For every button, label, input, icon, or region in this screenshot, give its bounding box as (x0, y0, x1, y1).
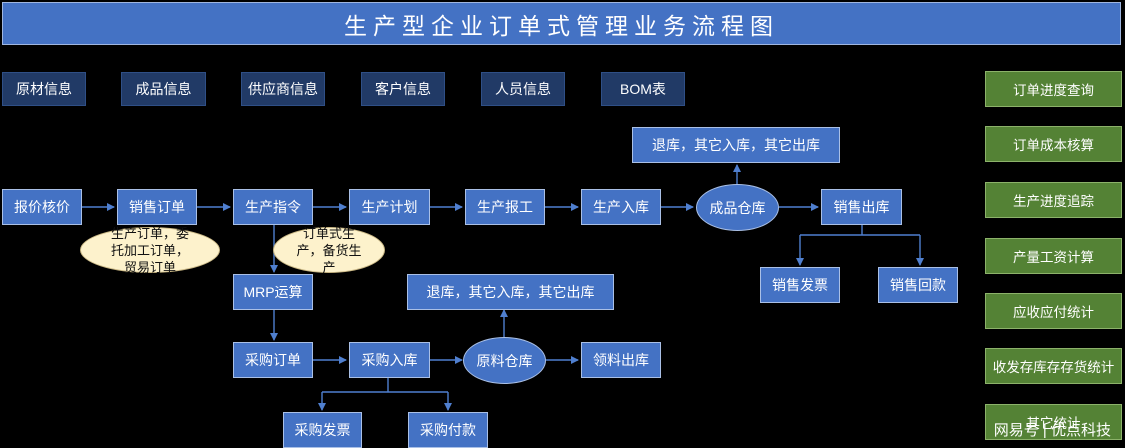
watermark: 网易号 | 优点科技 (993, 422, 1111, 439)
purchase-order-node: 采购订单 (233, 342, 313, 378)
production-plan-node: 生产计划 (349, 189, 430, 225)
production-modes-note: 订单式生产，备货生产 (273, 226, 385, 275)
master-data-personnel: 人员信息 (481, 72, 565, 106)
material-warehouse-node: 原料仓库 (463, 337, 546, 384)
master-data-suppliers: 供应商信息 (241, 72, 325, 106)
master-data-raw-materials: 原材信息 (2, 72, 86, 106)
mrp-node: MRP运算 (233, 274, 313, 310)
purchase-in-node: 采购入库 (349, 342, 430, 378)
production-order-node: 生产指令 (233, 189, 313, 225)
finished-returns-node: 退库，其它入库，其它出库 (632, 127, 840, 163)
sidebar-item-piece-wage[interactable]: 产量工资计算 (985, 238, 1122, 274)
purchase-payment-node: 采购付款 (408, 412, 488, 448)
sidebar-item-inventory-stats[interactable]: 收发存库存存货统计 (985, 348, 1122, 384)
material-returns-node: 退库，其它入库，其它出库 (407, 274, 614, 310)
sales-payment-node: 销售回款 (878, 267, 958, 303)
order-types-note: 生产订单，委托加工订单，贸易订单 (80, 226, 220, 275)
sidebar-item-production-tracking[interactable]: 生产进度追踪 (985, 182, 1122, 218)
sidebar-item-order-progress[interactable]: 订单进度查询 (985, 71, 1122, 107)
sales-order-node: 销售订单 (117, 189, 197, 225)
sidebar-item-other-stats[interactable]: 其它统计 (985, 404, 1122, 440)
material-out-node: 领料出库 (581, 342, 661, 378)
sidebar-item-order-costing[interactable]: 订单成本核算 (985, 126, 1122, 162)
production-report-node: 生产报工 (465, 189, 545, 225)
master-data-customers: 客户信息 (361, 72, 445, 106)
finished-warehouse-node: 成品仓库 (696, 184, 779, 231)
purchase-invoice-node: 采购发票 (283, 412, 362, 448)
master-data-bom: BOM表 (601, 72, 685, 106)
page-title: 生产型企业订单式管理业务流程图 (2, 2, 1121, 45)
master-data-finished-goods: 成品信息 (121, 72, 206, 106)
sales-invoice-node: 销售发票 (760, 267, 840, 303)
production-in-node: 生产入库 (581, 189, 661, 225)
sidebar-item-receivables-payables[interactable]: 应收应付统计 (985, 293, 1122, 329)
sales-out-node: 销售出库 (821, 189, 902, 225)
quote-node: 报价核价 (2, 189, 82, 225)
